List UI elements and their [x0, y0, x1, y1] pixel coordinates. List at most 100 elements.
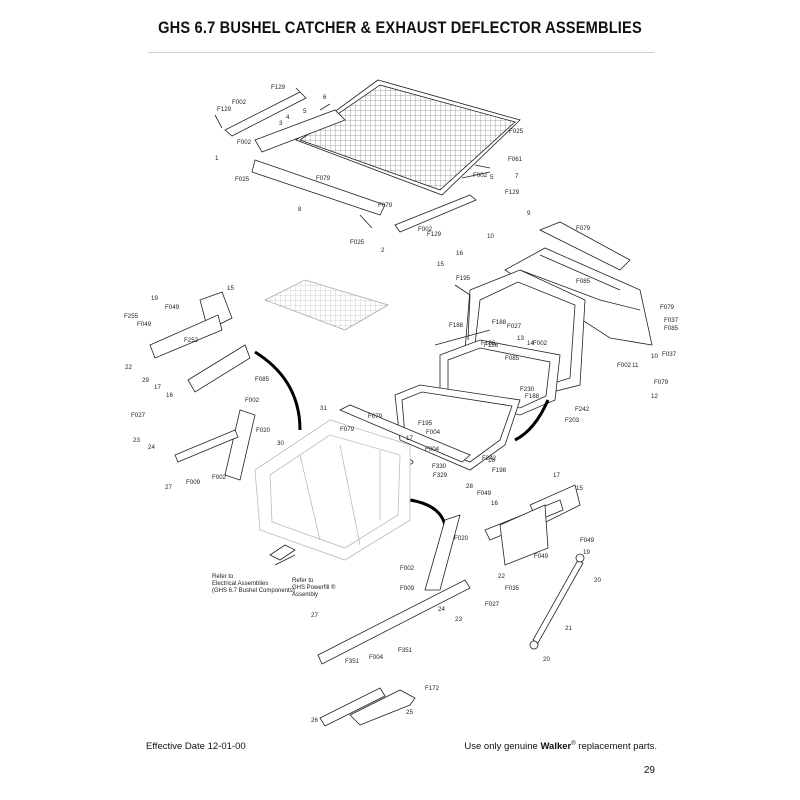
page-title: GHS 6.7 BUSHEL CATCHER & EXHAUST DEFLECT…: [158, 18, 642, 37]
reference-notes: Refer to Electrical Assemblies (GHS 6.7 …: [212, 574, 336, 598]
callout-8: 8: [298, 206, 302, 213]
callout-f049-left: F049: [165, 304, 180, 311]
callout-f009-left: F009: [186, 479, 201, 486]
callout-f037-a: F037: [664, 317, 679, 324]
callout-23-right: 23: [455, 616, 462, 623]
callout-24-left: 24: [148, 444, 155, 451]
callout-f195: F195: [456, 275, 471, 282]
gas-spring-21: [532, 559, 584, 644]
callout-f085-frame: F085: [505, 355, 520, 362]
callout-f025-bottom: F025: [350, 239, 365, 246]
left-bracket-plate: [149, 314, 223, 359]
callout-f186-b: F186: [484, 342, 499, 349]
callout-f242-a: F242: [575, 406, 590, 413]
callout-9: 9: [527, 210, 531, 217]
callout-20-b: 20: [543, 656, 550, 663]
electrical-ref-line-1: Refer to: [212, 574, 234, 580]
callout-1: 1: [215, 155, 219, 162]
callout-f049-right-c: F049: [534, 553, 549, 560]
callout-f002-top: F002: [232, 99, 247, 106]
callout-f188-b: F188: [492, 319, 507, 326]
curved-arrow-left: [254, 350, 302, 431]
callout-f049-right-b: F049: [580, 537, 595, 544]
callout-f085-left: F085: [255, 376, 270, 383]
rail-part-right: [394, 194, 477, 233]
callout-f203: F203: [565, 417, 580, 424]
callout-28: 28: [466, 483, 473, 490]
seal-strip: [339, 404, 471, 463]
callout-23-left: 23: [133, 437, 140, 444]
curved-arrow-right: [514, 399, 550, 442]
callout-5-bottom: 5: [490, 174, 494, 181]
right-arm-28: [424, 514, 461, 591]
callout-19-right: 19: [583, 549, 590, 556]
callout-7: 7: [515, 173, 519, 180]
callout-10: 10: [487, 233, 494, 240]
callout-25: 25: [406, 709, 413, 716]
notice-prefix: Use only genuine: [464, 741, 541, 753]
brand-name: Walker: [540, 741, 572, 753]
leader-lines-top: [214, 87, 491, 229]
callout-f037-b: F037: [662, 351, 677, 358]
screen-grid-part: [295, 79, 521, 196]
callout-5-top: 5: [303, 108, 307, 115]
callout-f085-deflector: F085: [576, 278, 591, 285]
callout-21: 21: [565, 625, 572, 632]
callout-15-left: 15: [227, 285, 234, 292]
callout-15-upper: 15: [437, 261, 444, 268]
callout-22-left: 22: [125, 364, 132, 371]
callout-f025-right: F025: [509, 128, 524, 135]
callout-f351-b: F351: [398, 647, 413, 654]
callout-f002-right: F002: [473, 172, 488, 179]
callout-f061: F061: [508, 156, 523, 163]
notice-suffix: replacement parts.: [575, 741, 657, 753]
callout-f002-left: F002: [237, 139, 252, 146]
callout-20-a: 20: [594, 577, 601, 584]
callout-f004-mid: F004: [426, 429, 441, 436]
registered-mark: ®: [571, 741, 576, 747]
callout-f020-left: F020: [256, 427, 271, 434]
callout-17-left: 17: [154, 384, 161, 391]
callout-f079-seal-a: F079: [368, 413, 383, 420]
callout-f242-b: F242: [482, 455, 497, 462]
callout-f079-right: F079: [660, 304, 675, 311]
callout-f188-c: F188: [525, 393, 540, 400]
callout-16-right: 16: [491, 500, 498, 507]
left-bar-27: [174, 429, 239, 463]
faded-machine: [254, 419, 411, 561]
powerfill-ref-line-3: Assembly: [292, 592, 318, 598]
powerfill-ref-line-2: GHS Powerfill ®: [292, 584, 336, 591]
callout-f079-deflector: F079: [576, 225, 591, 232]
callout-31: 31: [320, 405, 327, 412]
effective-date: Effective Date 12-01-00: [146, 741, 246, 752]
callout-f172: F172: [425, 685, 440, 692]
left-arm-30: [224, 409, 256, 481]
callout-10-lower: 10: [651, 353, 658, 360]
callout-29: 29: [142, 377, 149, 384]
callout-f002-deflector: F002: [617, 362, 632, 369]
electrical-ref-line-3: (GHS 6.7 Bushel Components): [212, 588, 295, 594]
callout-f002-brace: F002: [245, 397, 260, 404]
callout-f195-b: F195: [418, 420, 433, 427]
callout-f198: F198: [492, 467, 507, 474]
callout-24-right: 24: [438, 606, 445, 613]
curved-arrow-bottom: [409, 498, 447, 526]
callout-f027-right: F027: [485, 601, 500, 608]
callout-f085-right: F085: [664, 325, 679, 332]
callout-f002-frame: F002: [533, 340, 548, 347]
callout-f186-a: F186: [481, 340, 496, 347]
callout-f004-mid-b: F004: [425, 446, 440, 453]
callout-f027-left: F027: [131, 412, 146, 419]
callout-f079-a: F079: [316, 175, 331, 182]
callout-11: 11: [632, 362, 639, 369]
callout-f027-mid: F027: [507, 323, 522, 330]
callout-f252: F252: [184, 337, 199, 344]
callout-2: 2: [381, 247, 385, 254]
deflector-top-plate: [539, 221, 631, 271]
faded-screen: [264, 279, 389, 331]
callout-f330: F330: [432, 463, 447, 470]
handle-bar-25: [349, 689, 416, 726]
callout-f020-right: F020: [454, 535, 469, 542]
callout-19-left: 19: [151, 295, 158, 302]
